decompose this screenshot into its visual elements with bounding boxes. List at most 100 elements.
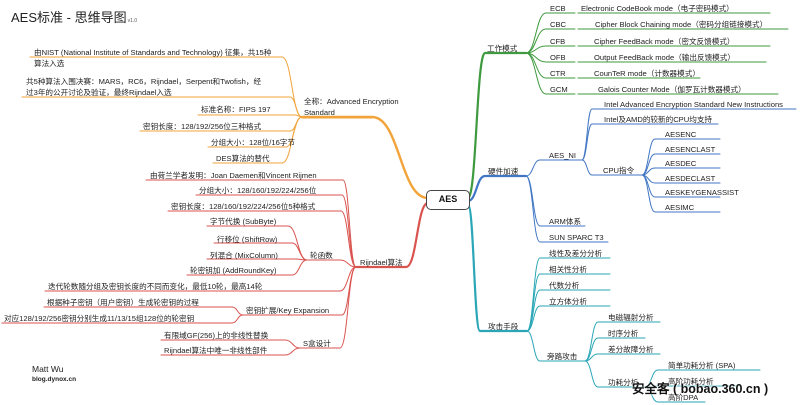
node-mode-ofb-desc[interactable]: Output FeedBack mode（输出反馈模式） <box>594 53 735 62</box>
node-mode-cfb[interactable]: CFB <box>550 37 566 46</box>
node-mode-ctr[interactable]: CTR <box>550 69 566 78</box>
node-spa[interactable]: 简单功耗分析 (SPA) <box>668 361 736 370</box>
node-r-block[interactable]: 分组大小：128/160/192/224/256位 <box>199 186 317 195</box>
watermark: 安全客 ( bobao.360.cn ) <box>632 382 769 396</box>
connector-spa <box>644 369 761 388</box>
connector-side-em <box>584 321 661 362</box>
connector-des <box>212 116 303 164</box>
connector-std-name <box>197 114 303 118</box>
node-mode-ofb[interactable]: OFB <box>550 53 566 62</box>
connector-aesni-support <box>581 123 719 161</box>
node-key-expansion[interactable]: 密钥扩展/Key Expansion <box>246 306 330 315</box>
node-sparc[interactable]: SUN SPARC T3 <box>549 233 604 242</box>
connector-mode-5 <box>525 52 576 95</box>
connector-cpu <box>581 159 643 176</box>
connector-rijndael <box>354 201 430 269</box>
node-aes-ni[interactable]: AES_NI <box>549 151 577 160</box>
node-high-order-power[interactable]: 高阶功耗分析 <box>668 377 714 386</box>
node-key-exp-process[interactable]: 根据种子密钥（用户密钥）生成轮密钥的过程 <box>47 298 199 307</box>
connector-sbox-1 <box>160 339 301 349</box>
node-sbox-gf[interactable]: 有限域GF(256)上的非线性替换 <box>164 331 269 340</box>
node-mode-ecb-desc[interactable]: Electronic CodeBook mode（电子密码模式） <box>581 4 734 13</box>
node-r-key[interactable]: 密钥长度：128/160/192/224/256位5种格式 <box>171 202 316 211</box>
connector-side <box>526 330 586 362</box>
connector-hw <box>466 174 528 203</box>
node-addroundkey[interactable]: 轮密钥加 (AddRoundKey) <box>190 266 277 275</box>
connector-side-time <box>584 337 646 362</box>
node-ins-aesdeclast[interactable]: AESDECLAST <box>665 174 716 183</box>
connector-att-3 <box>526 305 611 332</box>
node-aes-ni-support[interactable]: Intel及AMD的较新的CPU均支持 <box>604 115 713 124</box>
node-att-correlation[interactable]: 相关性分析 <box>549 265 587 274</box>
node-mode-gcm[interactable]: GCM <box>550 85 568 94</box>
connector-rounds <box>306 259 357 268</box>
connector-modes <box>466 51 528 200</box>
node-sbox-nonlinear[interactable]: Rijndael算法中唯一非线性部件 <box>164 346 268 355</box>
node-ins-aesenclast[interactable]: AESENCLAST <box>665 145 716 154</box>
connector-attacks <box>466 203 529 333</box>
node-side-fault[interactable]: 差分故障分析 <box>608 345 654 354</box>
root-node-aes[interactable]: AES <box>426 190 470 210</box>
node-intro-nist[interactable]: 由NIST (National Institute of Standards a… <box>34 48 272 57</box>
connector-dpa <box>644 386 706 403</box>
connector-sbox <box>299 266 357 349</box>
connector-spa2 <box>644 385 741 388</box>
node-mode-cbc[interactable]: CBC <box>550 20 567 29</box>
node-ins-aesenc[interactable]: AESENC <box>665 130 697 139</box>
node-ins-aeskeygenassist[interactable]: AESKEYGENASSIST <box>665 188 739 197</box>
node-aes-ni-intel[interactable]: Intel Advanced Encryption Standard New I… <box>604 100 783 109</box>
node-intro-final-cont: 过3年的公开讨论及验证，最终Rijndael入选 <box>26 88 172 97</box>
node-power-analysis[interactable]: 功耗分析 <box>608 378 639 387</box>
connector-mode-1 <box>525 28 576 54</box>
node-mode-cfb-desc[interactable]: Cipher FeedBack mode（密文反馈模式） <box>594 37 735 46</box>
node-block-size[interactable]: 分组大小：128位/16字节 <box>211 138 295 147</box>
node-att-algebraic[interactable]: 代数分析 <box>549 281 580 290</box>
node-rounds-note[interactable]: 迭代轮数随分组及密钥长度的不同而变化，最低10轮，最高14轮 <box>48 282 263 291</box>
node-hw-accel[interactable]: 硬件加速 <box>488 167 519 176</box>
node-key-length[interactable]: 密钥长度：128/192/256位三种格式 <box>143 122 262 131</box>
node-intro-final[interactable]: 共5种算法入围决赛：MARS，RC6，Rijndael，Serpent和Twof… <box>26 77 262 86</box>
author-name: Matt Wu <box>32 364 64 374</box>
node-att-linear[interactable]: 线性及差分分析 <box>549 249 603 258</box>
node-cpu-instructions[interactable]: CPU指令 <box>603 166 635 175</box>
node-modes[interactable]: 工作模式 <box>487 44 518 53</box>
connector-key-exp-2 <box>1 314 244 324</box>
node-subbyte[interactable]: 字节代换 (SubByte) <box>210 217 277 226</box>
node-high-order-dpa[interactable]: 高阶DPA <box>668 393 699 402</box>
node-std-name[interactable]: 标准名称：FIPS 197 <box>201 105 271 114</box>
connector-power <box>584 360 646 388</box>
connector-rounds-note <box>44 266 357 292</box>
node-rounds[interactable]: 轮函数 <box>310 251 333 260</box>
node-shiftrow[interactable]: 行移位 (ShiftRow) <box>217 235 278 244</box>
node-att-cube[interactable]: 立方体分析 <box>549 297 587 306</box>
node-key-exp-count[interactable]: 对应128/192/256密钥分别生成11/13/15组128位的轮密钥 <box>4 314 195 323</box>
node-mixcolumn[interactable]: 列混合 (MixColumn) <box>210 251 278 260</box>
node-intro-nist-cont: 算法入选 <box>34 59 65 68</box>
node-side-timing[interactable]: 时序分析 <box>608 329 639 338</box>
connector-sbox-2 <box>160 347 301 356</box>
node-des-replace[interactable]: DES算法的替代 <box>216 154 270 163</box>
connector-mode-0 <box>525 12 576 54</box>
connector-sparc <box>525 175 609 243</box>
node-mode-gcm-desc[interactable]: Galois Counter Mode（伽罗瓦计数器模式） <box>598 85 746 94</box>
connector-key-exp-1 <box>43 306 244 316</box>
node-inventors[interactable]: 由荷兰学者发明：Joan Daemen和Vincent Rijmen <box>150 171 317 180</box>
connector-ins-5 <box>641 174 721 213</box>
node-sbox[interactable]: S盒设计 <box>303 339 331 348</box>
connector-shiftrow <box>213 242 308 261</box>
node-arm[interactable]: ARM体系 <box>549 217 582 226</box>
node-fullname[interactable]: 全称：Advanced Encryption <box>304 97 399 106</box>
node-mode-cbc-desc[interactable]: Cipher Block Chaining mode（密码分组链接模式） <box>595 20 768 29</box>
author-blog: blog.dynox.cn <box>32 376 77 383</box>
node-ins-aesdec[interactable]: AESDEC <box>665 159 697 168</box>
node-rijndael[interactable]: Rijndael算法 <box>360 258 403 267</box>
node-side-channel[interactable]: 旁路攻击 <box>547 352 578 361</box>
node-ins-aesimc[interactable]: AESIMC <box>665 203 695 212</box>
node-mode-ctr-desc[interactable]: CounTeR mode（计数器模式） <box>594 69 700 78</box>
node-side-em[interactable]: 电磁辐射分析 <box>608 313 654 322</box>
connector-addroundkey <box>186 259 308 276</box>
connector-aesni <box>525 159 583 177</box>
node-attacks[interactable]: 攻击手段 <box>488 322 519 331</box>
node-mode-ecb[interactable]: ECB <box>550 4 566 13</box>
